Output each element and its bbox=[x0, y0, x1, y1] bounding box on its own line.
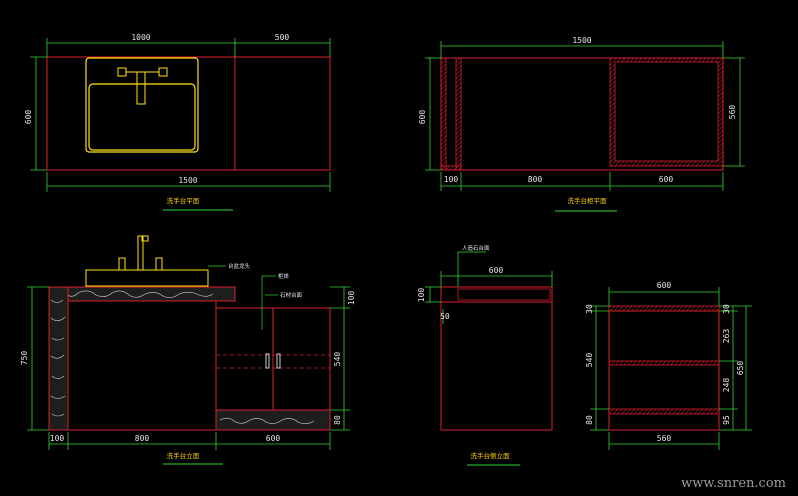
stone-leg-left bbox=[48, 286, 69, 431]
plan-view: 1000 500 1500 600 洗手台平面 bbox=[24, 33, 331, 211]
section-dimension-lines bbox=[590, 287, 752, 450]
basin-inner bbox=[88, 83, 196, 151]
left-panel-hatch bbox=[440, 57, 447, 171]
plan-dim-top-left: 1000 bbox=[131, 33, 150, 42]
plan-title: 洗手台平面 bbox=[167, 196, 200, 205]
left-panel-hatch-2 bbox=[455, 57, 462, 171]
front-elevation-view: 台盆龙头 柜体 石材台面 750 100 540 80 100 800 600 … bbox=[20, 235, 356, 465]
cabinet-plan-dim-top: 1500 bbox=[572, 36, 591, 45]
front-dim-left: 750 bbox=[20, 351, 29, 366]
front-note-faucet: 台盆龙头 bbox=[228, 262, 251, 270]
cabinet-plan-dim-right: 560 bbox=[728, 105, 737, 120]
cabinet-section-view: 600 560 30 540 80 30 263 248 95 650 bbox=[585, 281, 752, 450]
cabinet-plan-dim-b3: 600 bbox=[659, 175, 674, 184]
section-dim-left-top: 30 bbox=[585, 304, 594, 314]
section-dim-r1: 30 bbox=[722, 304, 731, 314]
section-dim-left-total: 540 bbox=[585, 353, 594, 368]
faucet-plan-icon bbox=[117, 67, 168, 105]
front-dim-r1: 100 bbox=[347, 291, 356, 306]
cabinet-plinth bbox=[215, 409, 331, 431]
stone-veining-top bbox=[51, 290, 214, 298]
section-dim-r3: 248 bbox=[722, 378, 731, 393]
section-dim-r4: 95 bbox=[722, 415, 731, 425]
front-leader-lines bbox=[208, 265, 278, 330]
cabinet-plan-dim-left: 600 bbox=[418, 110, 427, 125]
basin-outer bbox=[85, 57, 199, 153]
section-bottom-shelf bbox=[608, 408, 720, 415]
watermark: www.snren.com bbox=[681, 476, 786, 491]
plan-dim-left: 600 bbox=[24, 110, 33, 125]
front-dim-r2: 540 bbox=[333, 352, 342, 367]
section-dim-bottom: 560 bbox=[657, 434, 672, 443]
faucet-elevation-icon bbox=[118, 235, 163, 271]
cabinet-plan-dim-b1: 100 bbox=[444, 175, 459, 184]
front-dim-r3: 80 bbox=[333, 415, 342, 425]
front-dim-b3: 600 bbox=[266, 434, 281, 443]
section-dim-r2: 263 bbox=[722, 329, 731, 344]
section-dim-r-total: 650 bbox=[736, 361, 745, 376]
front-title: 洗手台立面 bbox=[167, 451, 200, 460]
basin-elevation bbox=[85, 269, 209, 287]
front-dimension-lines bbox=[27, 286, 350, 450]
left-panel-bottom-hatch bbox=[440, 165, 462, 171]
stone-veining-leg bbox=[50, 299, 66, 417]
side-dimension-lines bbox=[425, 251, 553, 324]
front-note-stone: 石材台面 bbox=[280, 291, 303, 299]
side-dim-top: 600 bbox=[489, 266, 504, 275]
cabinet-plan-dimension-lines bbox=[425, 41, 745, 191]
section-middle-shelf bbox=[608, 360, 720, 366]
section-body bbox=[608, 310, 720, 431]
stone-veining-plinth bbox=[219, 417, 315, 425]
plan-dim-bottom: 1500 bbox=[178, 176, 197, 185]
side-dim-l1: 100 bbox=[417, 288, 426, 303]
cabinet-plan-dim-b2: 800 bbox=[528, 175, 543, 184]
section-top-panel bbox=[608, 305, 720, 312]
front-note-cabinet: 柜体 bbox=[278, 272, 290, 280]
right-cabinet-inner bbox=[614, 61, 719, 162]
section-dim-top: 600 bbox=[657, 281, 672, 290]
side-elevation-view: 人造石台面 600 100 50 洗手台侧立面 bbox=[417, 244, 553, 466]
cabinet-plan-view: 1500 100 800 600 600 560 洗手台柜平面 bbox=[418, 36, 745, 212]
vanity-body bbox=[67, 300, 217, 431]
side-note-countertop: 人造石台面 bbox=[462, 244, 490, 252]
front-dim-b2: 800 bbox=[135, 434, 150, 443]
side-body bbox=[440, 301, 553, 431]
plan-dimension-lines bbox=[30, 38, 331, 192]
section-dim-left-bottom: 80 bbox=[585, 415, 594, 425]
countertop-outline bbox=[46, 56, 331, 171]
cabinet-plan-title: 洗手台柜平面 bbox=[568, 196, 608, 205]
side-dim-l2: 50 bbox=[440, 312, 450, 321]
side-title: 洗手台侧立面 bbox=[471, 451, 511, 460]
plan-dim-top-right: 500 bbox=[275, 33, 290, 42]
door-handles-icon bbox=[265, 353, 281, 369]
front-dim-b1: 100 bbox=[50, 434, 65, 443]
